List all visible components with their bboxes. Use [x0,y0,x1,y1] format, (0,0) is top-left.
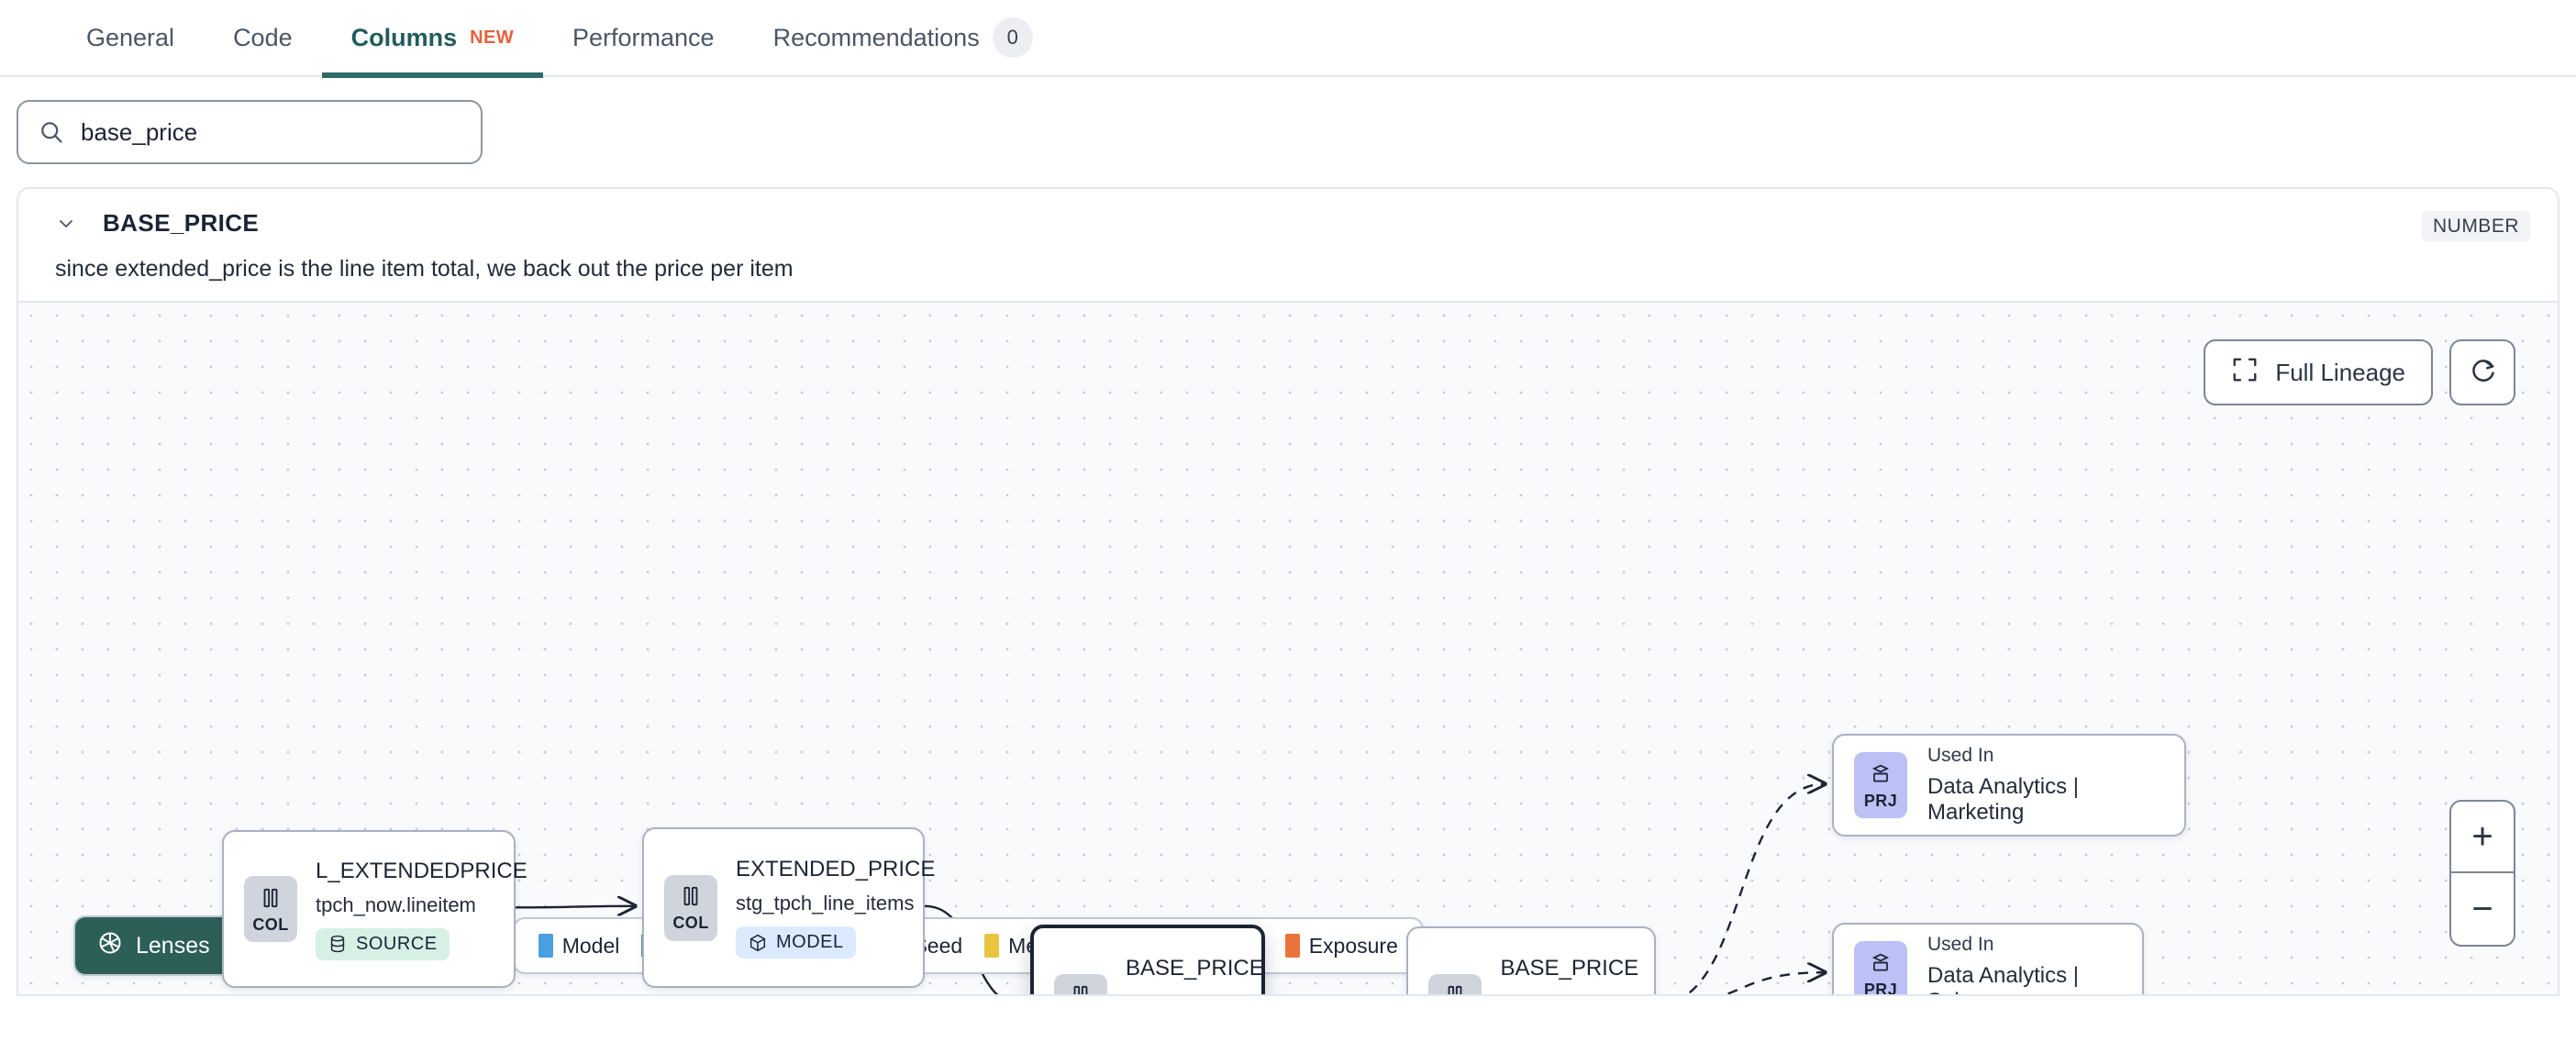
tab-code[interactable]: Code [204,0,322,76]
node-subtitle: stg_tpch_line_items [736,892,915,914]
legend-label: Exposure [1308,933,1398,958]
full-lineage-label: Full Lineage [2275,358,2405,386]
search-input[interactable] [81,117,461,147]
node-body: Used In Data Analytics | Marketing [1927,745,2164,826]
tab-bar: General Code Columns NEW Performance Recommen… [0,0,2576,78]
node-type-badge: COL [1428,973,1482,994]
tab-new-badge: NEW [470,27,514,48]
node-title: L_EXTENDEDPRICE [316,858,527,883]
lenses-label: Lenses [136,932,210,959]
project-icon [1869,762,1893,791]
legend-swatch [984,934,1000,958]
tab-performance[interactable]: Performance [543,0,744,76]
legend-label: Model [561,933,620,958]
legend-swatch [538,934,553,958]
column-icon [679,884,703,913]
search-icon [39,119,64,145]
database-icon [328,934,348,954]
chevron-down-icon[interactable] [55,213,77,235]
edge-base_price_fct_order_items-to-prj_marketing [1685,784,1825,994]
node-type-label: COL [672,914,709,932]
project-icon [1869,951,1893,980]
lineage-node-prj_marketing[interactable]: PRJ Used In Data Analytics | Marketing [1832,734,2186,837]
search-area [0,77,2576,164]
node-kind-tag: SOURCE [316,927,450,960]
node-body: Used In Data Analytics | Sales [1927,934,2122,994]
node-type-label: COL [252,914,289,934]
tab-label: General [86,23,175,51]
node-title: BASE_PRICE [1126,956,1264,981]
column-header: BASE_PRICE NUMBER [18,189,2558,243]
node-type-badge: COL [1054,973,1107,994]
expand-icon [2231,356,2259,390]
node-subtitle: order_items [1126,991,1264,994]
refresh-icon [2468,356,2497,390]
refresh-button[interactable] [2449,339,2515,405]
zoom-out-button[interactable]: − [2471,888,2493,929]
zoom-controls: + − [2449,800,2515,947]
tab-label: Performance [572,23,715,51]
tab-columns[interactable]: Columns NEW [321,0,544,78]
full-lineage-button[interactable]: Full Lineage [2204,339,2433,405]
legend-item-model[interactable]: Model [538,933,620,959]
node-kind-label: SOURCE [356,933,438,954]
cube-icon [748,933,768,953]
tab-label: Columns [350,23,458,51]
node-type-badge: PRJ [1854,752,1907,818]
zoom-in-button[interactable]: + [2451,802,2514,873]
legend-item-exposure[interactable]: Exposure [1284,933,1398,959]
tab-label: Recommendations [772,23,980,51]
lineage-canvas[interactable]: Full Lineage + − [18,301,2558,996]
tab-label: Code [233,23,293,51]
node-subtitle: Data Analytics | Sales [1927,963,2079,994]
column-type-badge: NUMBER [2421,211,2530,242]
node-title: BASE_PRICE [1500,956,1639,981]
tab-recommendations[interactable]: Recommendations 0 [744,0,1062,76]
node-title: EXTENDED_PRICE [736,857,936,881]
node-kind-tag: MODEL [736,926,856,959]
node-subtitle: fct_order_items [1500,991,1639,994]
tab-general[interactable]: General [57,0,204,76]
column-icon [1443,983,1467,994]
column-name: BASE_PRICE [103,209,260,237]
node-type-label: PRJ [1863,980,1898,996]
node-type-badge: PRJ [1854,941,1907,996]
node-kind-label: MODEL [776,932,844,952]
node-type-label: PRJ [1863,791,1898,810]
column-icon [1069,983,1093,994]
legend-swatch [1284,934,1300,958]
column-card: BASE_PRICE NUMBER since extended_price i… [17,187,2559,996]
node-subtitle: tpch_now.lineitem [316,892,476,916]
edge-l_extendedprice-to-extended_price [515,906,635,907]
lenses-button[interactable]: Lenses [75,917,232,974]
lineage-node-prj_sales[interactable]: PRJ Used In Data Analytics | Sales [1832,923,2144,996]
node-title: Used In [1927,745,1994,766]
column-description: since extended_price is the line item to… [55,256,794,282]
node-subtitle: Data Analytics | Marketing [1927,774,2079,825]
column-icon [259,886,283,914]
node-type-badge: COL [664,874,717,941]
edge-base_price_fct_order_items-to-prj_sales [1723,972,1825,994]
aperture-icon [97,930,123,962]
node-title: Used In [1927,934,1994,955]
tab-count-badge: 0 [992,17,1033,58]
node-type-badge: COL [244,876,297,942]
search-box[interactable] [17,100,483,164]
canvas-top-controls: Full Lineage [2204,339,2515,405]
